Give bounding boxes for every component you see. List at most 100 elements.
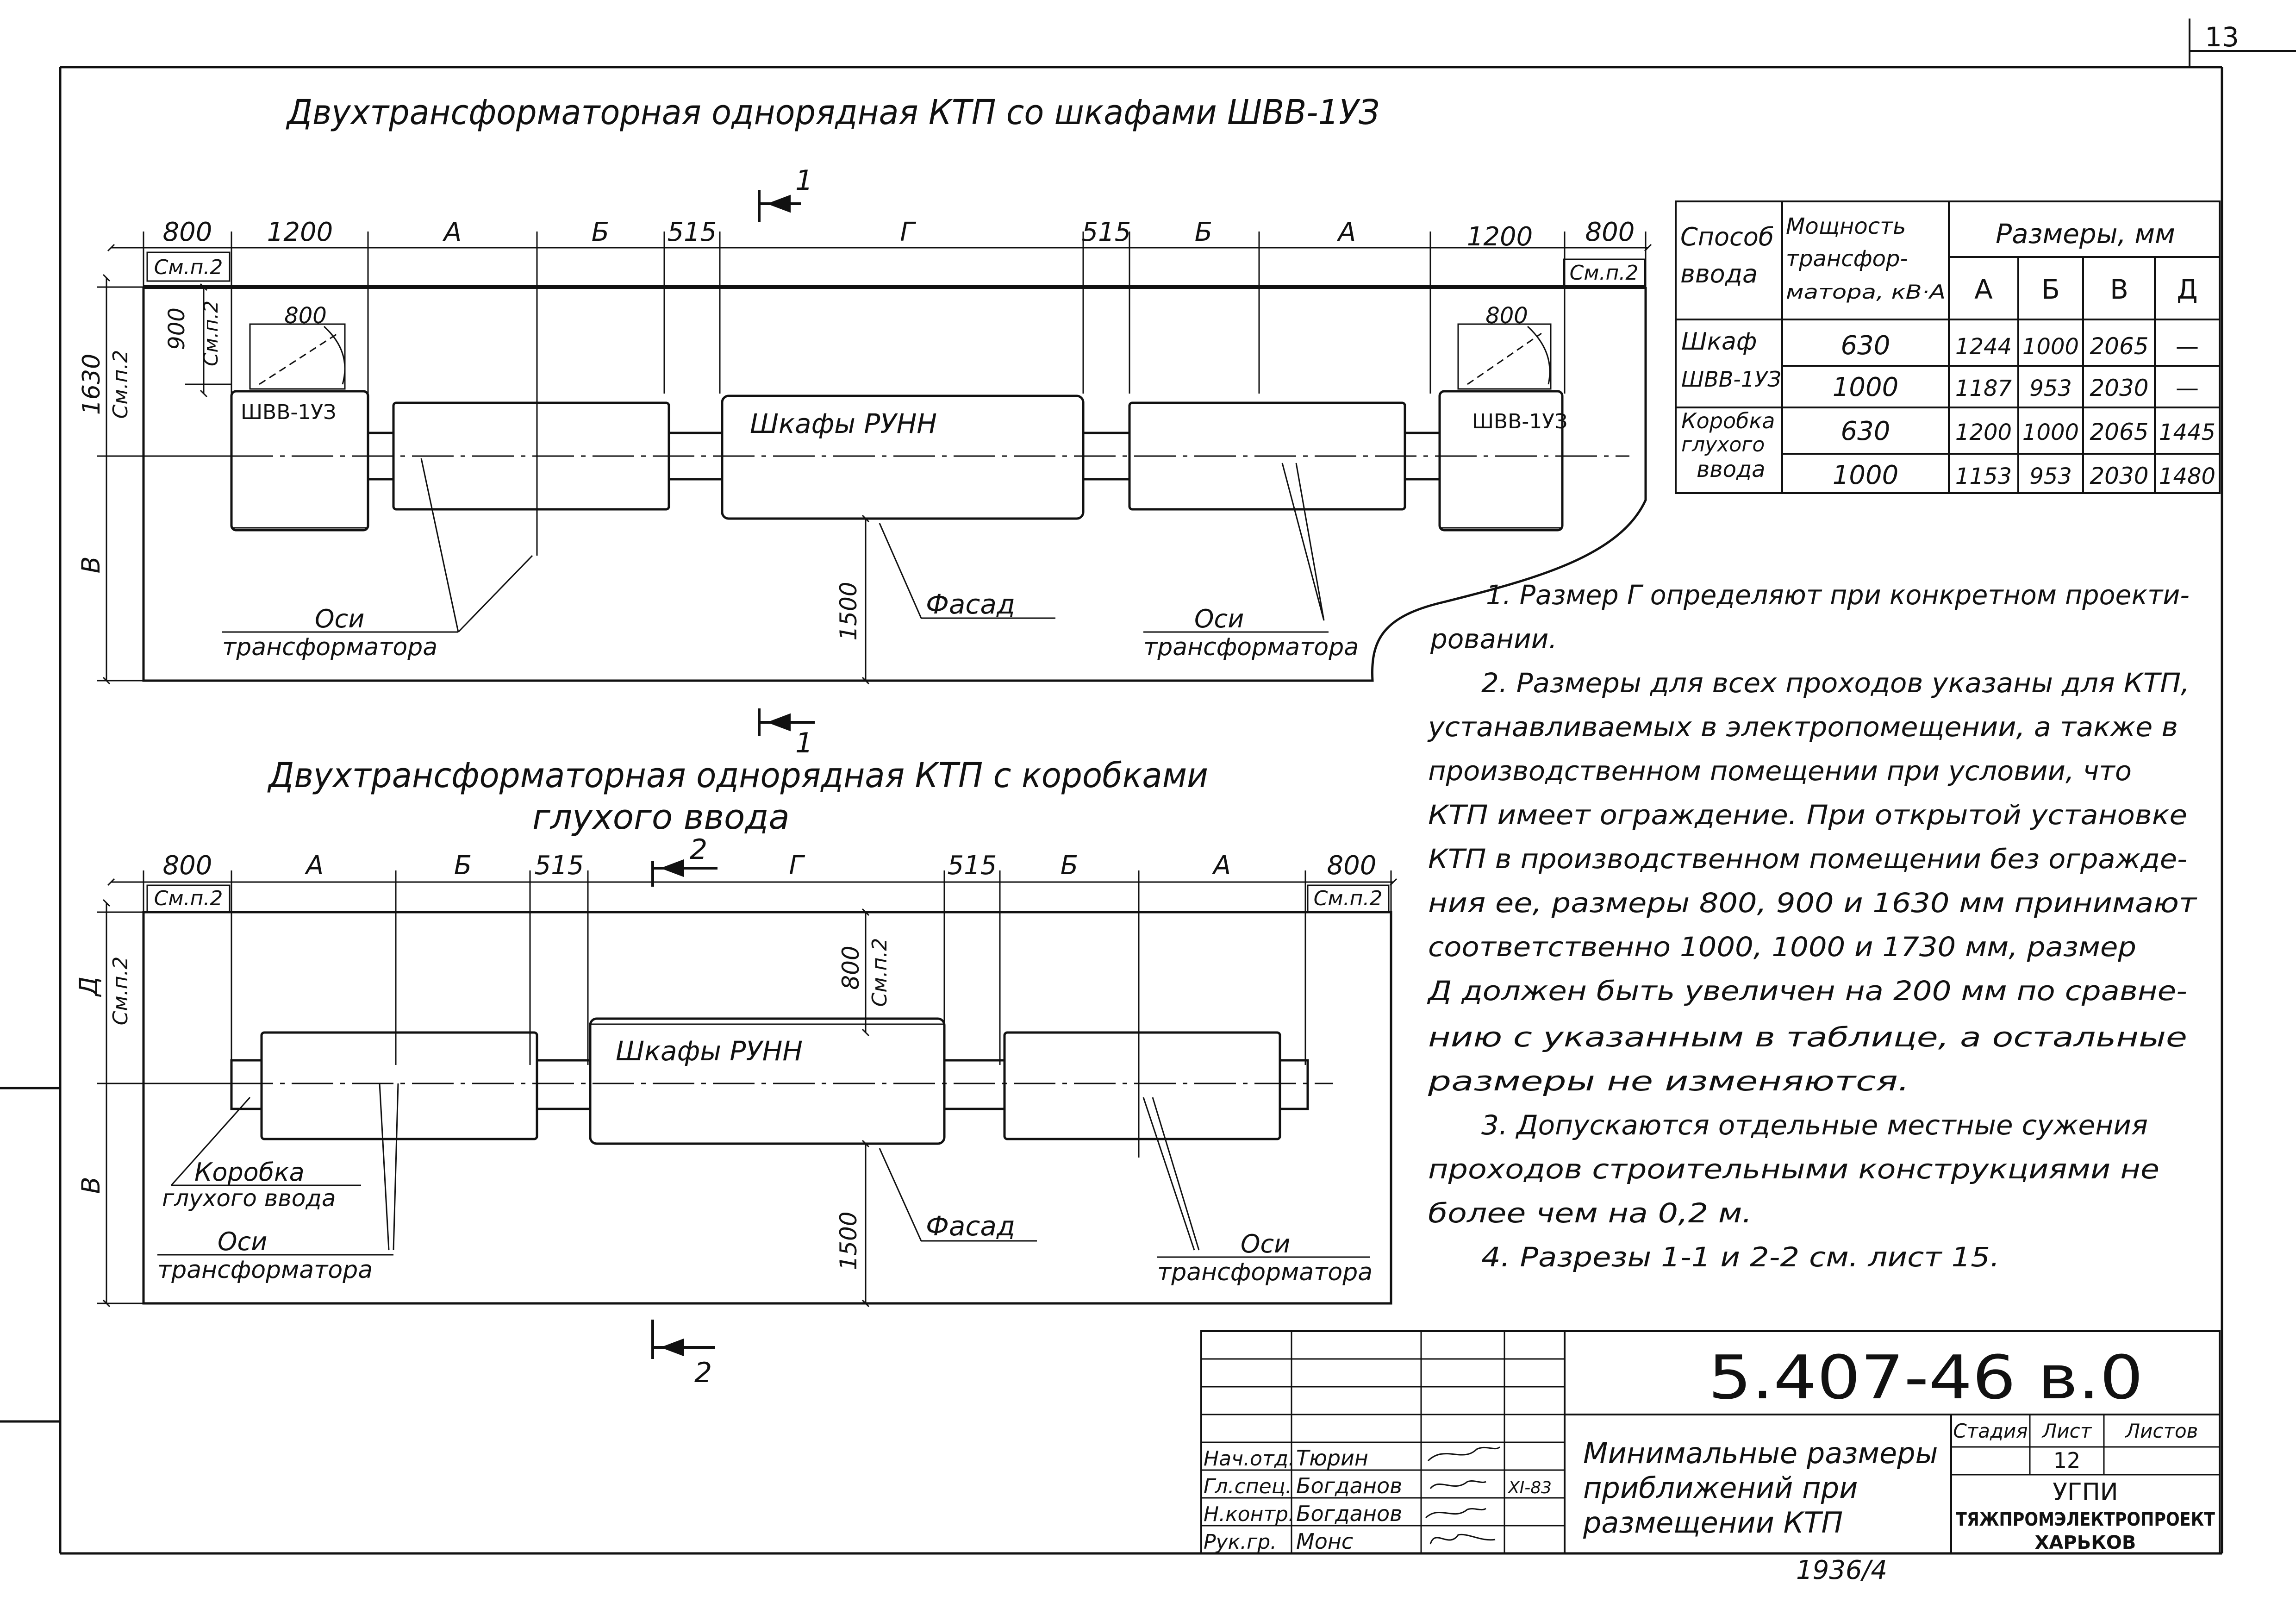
stamp-name-1: Тюрин	[1296, 1446, 1368, 1471]
stamp-org-3: ХАРЬКОВ	[2035, 1532, 2136, 1553]
bottom-dimension-ticks	[143, 870, 1392, 1158]
table-g2-r2-power: 1000	[1833, 460, 1899, 490]
note-line-7: КТП в производственном помещении без огр…	[1428, 843, 2187, 875]
table-col-a: А	[1974, 274, 1993, 305]
table-g1-r2-power: 1000	[1833, 372, 1899, 402]
top-room-outline	[142, 285, 1647, 682]
top-smp-left: См.п.2	[154, 256, 223, 279]
bottom-axis-label-left-2: трансформатора	[157, 1256, 373, 1284]
bottom-dim-515-right: 515	[948, 851, 997, 881]
table-g2-r1-power: 630	[1841, 416, 1890, 446]
bottom-axis-label-right-2: трансформатора	[1157, 1258, 1373, 1286]
top-equipment	[367, 390, 1564, 532]
stamp-doc-number: 5.407-46 в.0	[1708, 1342, 2143, 1413]
bottom-dim-d: Д	[74, 977, 103, 997]
table-g1-r1-d: —	[2176, 333, 2199, 360]
table-g1-r2-b: 953	[2029, 376, 2072, 401]
note-line-12: размеры не изменяются.	[1428, 1065, 1909, 1097]
stamp-name-3: Богданов	[1296, 1501, 1402, 1526]
table-col-v: В	[2110, 274, 2128, 305]
bottom-dim-g: Г	[789, 851, 805, 881]
top-dim-800-right: 800	[1585, 217, 1635, 247]
top-smp-right: См.п.2	[1570, 261, 1639, 285]
bottom-dim-800-left: 800	[163, 851, 212, 881]
bottom-equipment	[230, 1017, 1309, 1145]
page-number: 13	[2205, 21, 2239, 53]
top-dim-1630: 1630	[78, 354, 106, 415]
stamp-org-1: УГПИ	[2053, 1478, 2118, 1506]
stamp-title-1: Минимальные размеры	[1583, 1436, 1938, 1470]
top-dim-1500: 1500	[835, 582, 862, 640]
bottom-dim-1500: 1500	[835, 1211, 862, 1270]
table-g1-name-2: ШВВ-1УЗ	[1681, 367, 1781, 392]
bottom-dim-b: В	[76, 1177, 106, 1194]
top-shvv-label-left: ШВВ-1УЗ	[241, 401, 336, 424]
table-h-sizes: Размеры, мм	[1996, 218, 2175, 250]
stamp-sheet-number: 12	[2053, 1448, 2081, 1473]
note-line-8: ния ее, размеры 800, 900 и 1630 мм прини…	[1428, 887, 2197, 919]
top-axis-label-right-2: трансформатора	[1143, 633, 1359, 661]
top-dimension-ticks	[143, 232, 1647, 556]
top-shvv-label-right: ШВВ-1УЗ	[1472, 410, 1567, 433]
bottom-dim-b-left: Б	[454, 851, 472, 881]
bottom-dim-smp-800: См.п.2	[868, 938, 892, 1007]
top-dim-a-right: А	[1337, 217, 1356, 247]
table-g2-r1-d: 1445	[2159, 419, 2215, 445]
note-line-9: соответственно 1000, 1000 и 1730 мм, раз…	[1428, 931, 2136, 963]
top-facade-dim	[861, 514, 1055, 685]
stamp-role-4: Рук.гр.	[1204, 1530, 1277, 1554]
top-section-marks	[758, 190, 815, 736]
note-line-2: ровании.	[1430, 623, 1557, 655]
top-dim-b: В	[76, 556, 106, 573]
note-line-1: 1. Размер Г определяют при конкретном пр…	[1486, 579, 2190, 611]
table-g2-r2-d: 1480	[2159, 463, 2215, 489]
table-h-power-3: матора, кВ·А	[1786, 281, 1946, 303]
bottom-dim-a-right: А	[1212, 851, 1231, 881]
table-g2-name-1: Коробка	[1681, 408, 1775, 433]
stamp-name-2: Богданов	[1296, 1473, 1402, 1498]
bottom-box-label-2: глухого ввода	[162, 1185, 336, 1212]
bottom-dim-b-right: Б	[1061, 851, 1078, 881]
stamp-title-3: размещении КТП	[1583, 1506, 1843, 1540]
table-h-power-1: Мощность	[1786, 213, 1906, 239]
table-g2-name-2: глухого	[1681, 433, 1765, 457]
stamp-stage-header: Стадия	[1953, 1420, 2028, 1442]
top-axis-leaders	[222, 458, 1329, 633]
bottom-smp-labels: См.п.2 См.п.2	[146, 884, 1390, 913]
bottom-diagram: Двухтрансформаторная однорядная КТП с ко…	[74, 756, 1398, 1389]
table-g2-name-3: ввода	[1697, 457, 1766, 482]
table-h-power-2: трансфор-	[1786, 246, 1908, 272]
table-g1-r2-a: 1187	[1955, 376, 2012, 401]
note-line-14: проходов строительными конструкциями не	[1428, 1153, 2159, 1185]
table-g2-r2-v: 2030	[2090, 463, 2148, 489]
table-h-sposob-1: Способ	[1680, 222, 1774, 251]
bottom-facade-dim	[861, 1139, 1037, 1308]
table-g1-r1-a: 1244	[1955, 334, 2012, 360]
table-g1-r2-d: —	[2176, 375, 2199, 401]
stamp-role-2: Гл.спец.	[1204, 1475, 1292, 1498]
bottom-center-label: Шкафы РУНН	[616, 1035, 803, 1067]
stamp-sheet-header: Лист	[2041, 1420, 2092, 1442]
table-col-d: Д	[2177, 274, 2197, 305]
note-line-6: КТП имеет ограждение. При открытой устан…	[1428, 799, 2187, 831]
top-left-shvv-box	[230, 323, 369, 532]
top-dim-b-left: Б	[592, 217, 609, 247]
note-line-3: 2. Размеры для всех проходов указаны для…	[1481, 667, 2190, 699]
bottom-room-outline	[142, 911, 1392, 1305]
table-g1-r1-v: 2065	[2090, 333, 2148, 360]
sheet-id: 1936/4	[1796, 1555, 1887, 1585]
table-g2-r2-a: 1153	[1955, 463, 2012, 489]
top-dim-515-left: 515	[668, 217, 717, 247]
top-title: Двухтрансформаторная однорядная КТП со ш…	[286, 93, 1379, 132]
top-dim-a-left: А	[443, 217, 462, 247]
table-g2-r2-b: 953	[2029, 463, 2072, 489]
bottom-dim-515-left: 515	[535, 851, 584, 881]
bottom-section-number-lower: 2	[694, 1357, 712, 1389]
note-line-16: 4. Разрезы 1-1 и 2-2 см. лист 15.	[1481, 1241, 2000, 1273]
top-axis-label-right-1: Оси	[1194, 604, 1244, 633]
top-dim-smp-900: См.п.2	[200, 300, 222, 366]
top-section-number-lower: 1	[795, 727, 813, 759]
top-axis-label-left-1: Оси	[315, 604, 364, 633]
top-smp-labels: См.п.2 См.п.2	[146, 251, 1646, 287]
table-g1-r1-b: 1000	[2022, 334, 2079, 360]
